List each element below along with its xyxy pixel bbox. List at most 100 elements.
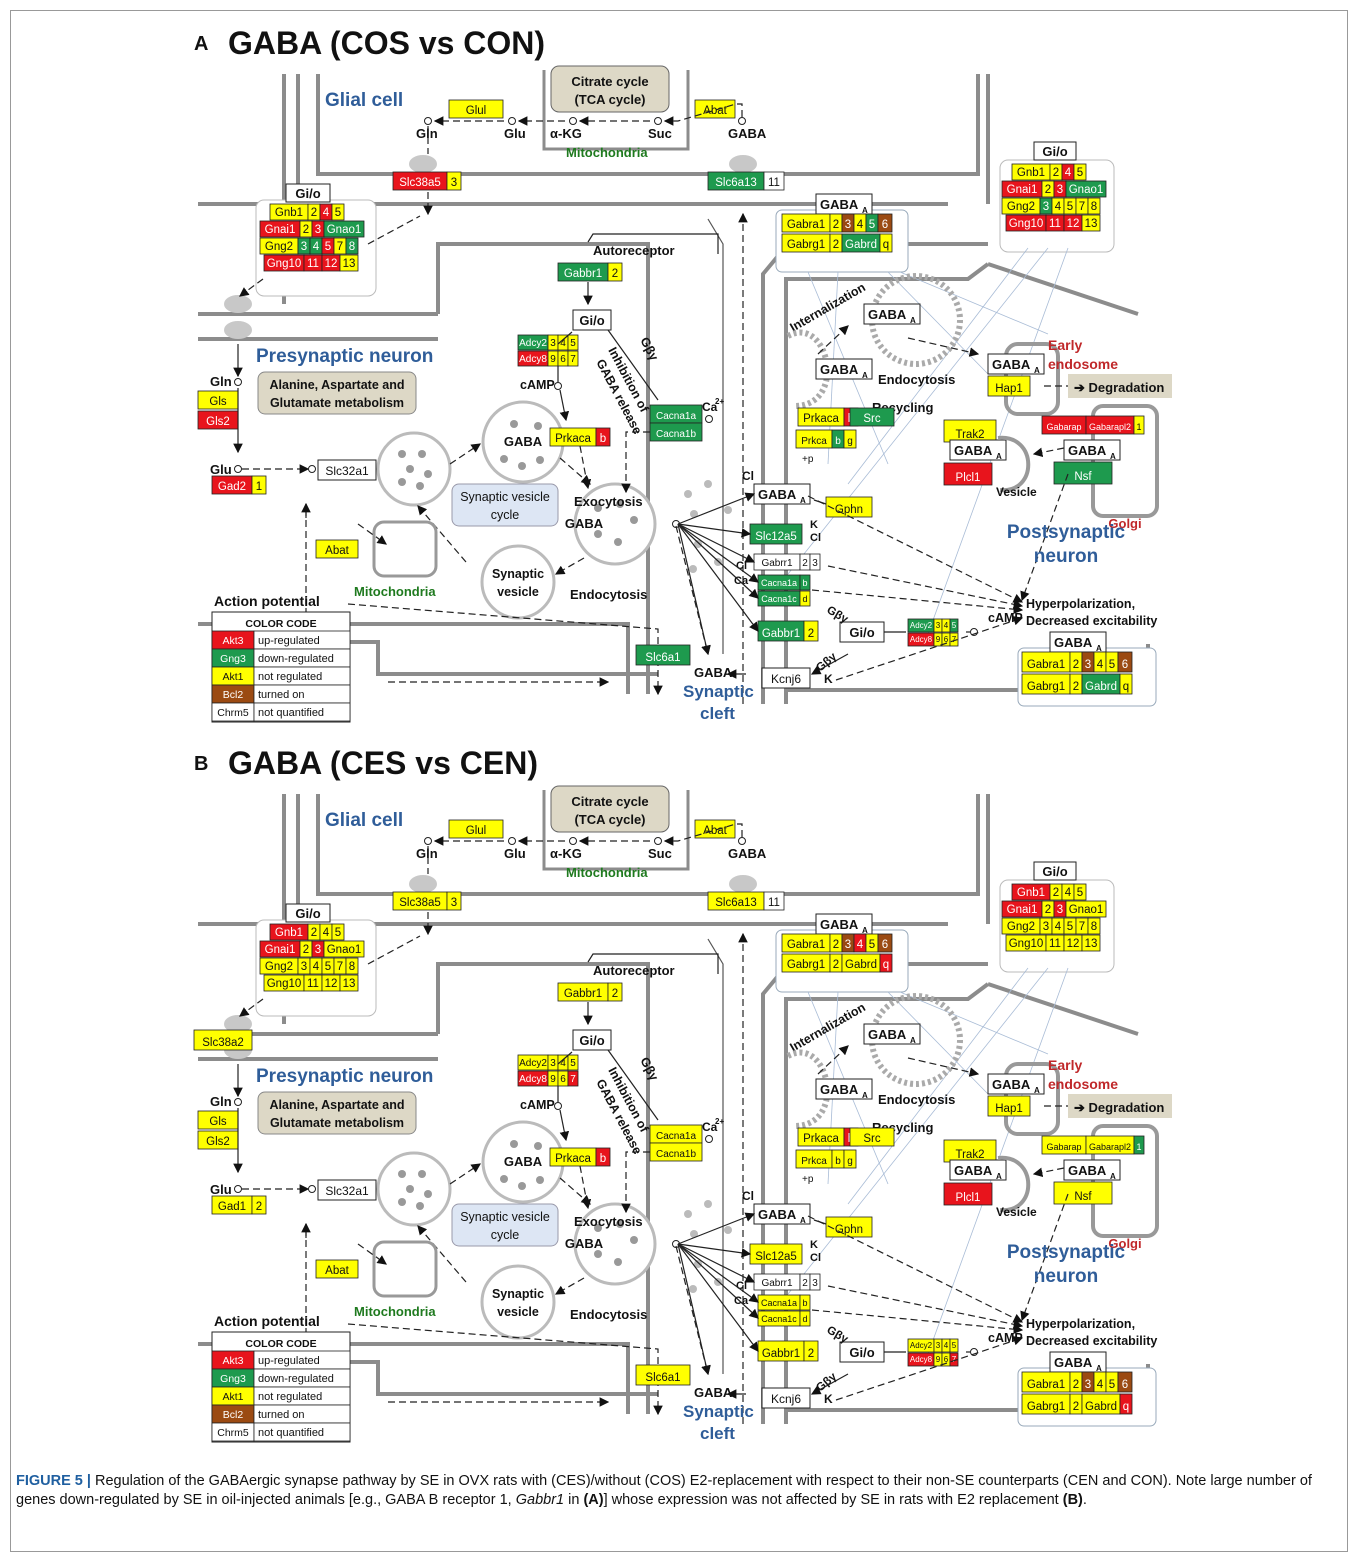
gabaa-bottom-header-sub: A xyxy=(1096,644,1102,653)
hyper-label-1: Hyperpolarization, xyxy=(1026,1317,1135,1331)
ca-label-pre-sup: 2+ xyxy=(715,397,724,406)
exo-gaba-label: GABA xyxy=(565,1236,604,1251)
ca-to-hyper xyxy=(811,589,1024,614)
vesicle-exo xyxy=(573,1202,657,1286)
gabrg1-bottom-1: 2 xyxy=(1073,1401,1079,1413)
gaba-ray-4 xyxy=(677,523,759,599)
vesicle-dot-b0 xyxy=(500,1175,508,1183)
hap1-box xyxy=(987,1095,1031,1117)
gaba-ray-1 xyxy=(677,1243,752,1258)
gabaa-post-main-sub: A xyxy=(800,1216,806,1225)
slc32a1-label: Slc32a1 xyxy=(325,1184,369,1198)
gabarap-2-box xyxy=(1133,415,1145,435)
cleft-gaba-dot-3 xyxy=(724,506,732,514)
abat-to-mito xyxy=(357,523,387,545)
gabrg1-top-1: 2 xyxy=(833,239,839,251)
gaba-vesicle-to-exo xyxy=(559,1177,591,1205)
slc38a5-1: 3 xyxy=(451,177,457,189)
kcnj6-box xyxy=(761,1387,811,1409)
src: Src xyxy=(863,413,881,425)
cacna1a-post-1: b xyxy=(802,578,807,588)
gio-to-cacna xyxy=(607,329,659,401)
prkaca-pre-0: Prkaca xyxy=(555,433,591,445)
gia-r4-2: 12 xyxy=(325,978,338,990)
legend-text-4: not quantified xyxy=(258,707,324,719)
cleft-path xyxy=(707,218,724,654)
gia-r2-3: Gnao1 xyxy=(327,224,362,236)
trak2: Trak2 xyxy=(956,1149,985,1161)
mito-loop xyxy=(542,70,690,151)
cleft-label-2: cleft xyxy=(700,704,735,723)
metabolite-node-0 xyxy=(424,117,432,125)
adcy8-pre-3-box xyxy=(567,1070,579,1087)
gabaa-endosome-sub: A xyxy=(1034,366,1040,375)
adcy2-pre-2: 4 xyxy=(560,338,566,349)
gabra1-bottom-4: 5 xyxy=(1109,659,1115,671)
gabrr1-2: 3 xyxy=(812,558,818,569)
gaba-ray-4 xyxy=(677,1243,759,1319)
ca-to-exo xyxy=(621,1151,650,1214)
svc-label-2: cycle xyxy=(491,1228,520,1242)
src: Src xyxy=(863,1133,881,1145)
gib-r4-1: 11 xyxy=(1049,218,1061,230)
adcy2-post-1: 3 xyxy=(936,1341,941,1350)
gln-label-glia: Gln xyxy=(416,846,438,861)
gabrr1-1: 2 xyxy=(802,558,808,569)
slc32a1-label: Slc32a1 xyxy=(325,464,369,478)
abat-pre-box xyxy=(315,1259,359,1279)
degradation-label: ➔ Degradation xyxy=(1074,380,1164,395)
prkaca-post-0: Prkaca xyxy=(803,413,839,425)
vesicle-exo xyxy=(573,482,657,566)
gia-r2-2: 3 xyxy=(315,224,321,236)
prkca-post-1: b xyxy=(835,1156,841,1167)
gib-r3-5-box xyxy=(1087,917,1101,935)
trak2: Trak2 xyxy=(956,429,985,441)
gad-1: 1 xyxy=(256,481,262,493)
glia-membrane-inner xyxy=(316,74,980,176)
vesicle-dot-c2 xyxy=(630,516,638,524)
vesicle-dot-c1 xyxy=(616,500,624,508)
gad-1-box xyxy=(251,1195,267,1215)
gabaa-vesicle: GABA xyxy=(954,1163,993,1178)
metabolite-node-3 xyxy=(654,837,662,845)
camp-node-pre xyxy=(554,1102,562,1110)
gaba-ray-0 xyxy=(677,1212,756,1245)
receptor-link-5 xyxy=(787,967,1049,1295)
receptor-link-4 xyxy=(847,967,1029,1205)
ap-path xyxy=(347,1323,663,1416)
gio-pre-box xyxy=(572,1029,612,1051)
gia-r3-4: 7 xyxy=(337,961,343,973)
gabra1-top-4: 5 xyxy=(869,219,875,231)
gaba-ray-6 xyxy=(677,1243,711,1376)
ca-label-pre: Ca xyxy=(702,1120,718,1134)
gabaa-post-main: GABA xyxy=(758,487,797,502)
camp-label-pre: cAMP xyxy=(520,378,555,392)
adcy2-post-3-box xyxy=(949,618,959,633)
slc6a1: Slc6a1 xyxy=(645,1372,680,1384)
cleft-gaba-dot-1 xyxy=(704,480,712,488)
postsyn-label-1: Postsynaptic xyxy=(1007,522,1126,543)
gia-r3-5-box xyxy=(345,957,359,975)
metabolite-node-1 xyxy=(508,117,516,125)
slc6a13-1-box xyxy=(763,891,785,911)
gib-r1-3: 5 xyxy=(1077,887,1083,899)
vesicle-dot-a1 xyxy=(418,1170,426,1178)
gabaa-vesicle-sub: A xyxy=(996,452,1002,461)
gib-r2-3-box xyxy=(1065,180,1107,198)
figure-caption: FIGURE 5 | Regulation of the GABAergic s… xyxy=(16,1472,1336,1510)
cacna1a-post-1-box xyxy=(799,1294,811,1311)
exo-to-endo xyxy=(554,557,585,575)
mito-loop xyxy=(542,790,690,871)
cacna1c-post-1-box xyxy=(799,590,811,607)
vesicle-dot-b2 xyxy=(536,456,544,464)
slc38a5-1-box xyxy=(446,891,462,911)
vesicle-shape xyxy=(997,1155,1031,1213)
gib-r3-0: Gng2 xyxy=(1007,921,1035,933)
prkca-post-2-box xyxy=(843,429,857,449)
k-label-1: K xyxy=(810,1239,818,1251)
adcy2-post-0: Adcy2 xyxy=(910,1341,933,1350)
gln-label-pre: Gln xyxy=(210,1094,232,1109)
cacna1c-post-1: d xyxy=(802,1314,807,1324)
adcy8-pre-3-box xyxy=(567,350,579,367)
gib-r4-3: 13 xyxy=(1085,218,1098,230)
